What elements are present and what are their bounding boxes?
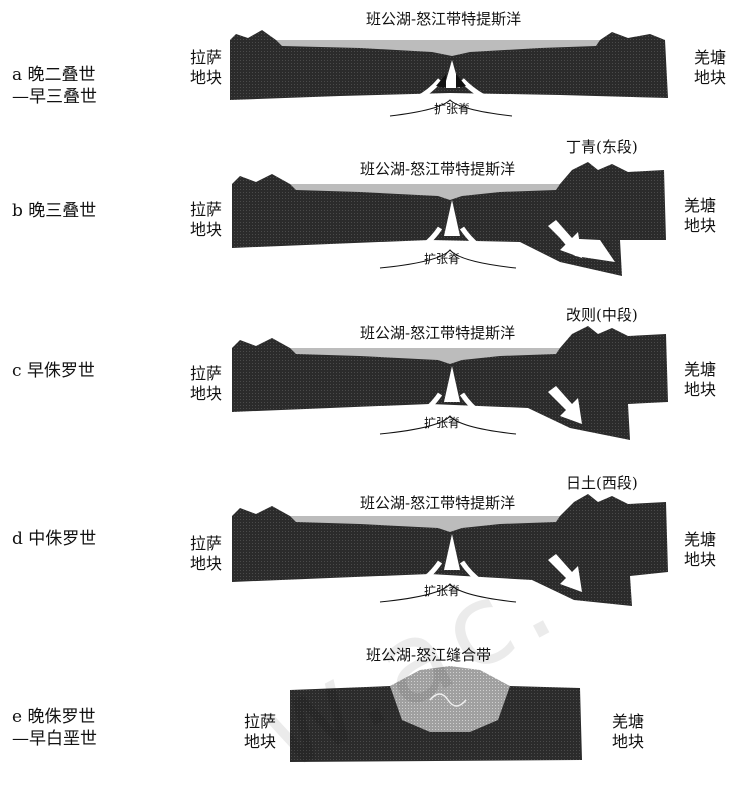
panel-c-ridge-crest (444, 366, 460, 402)
panel-a-title: 班公湖-怒江带特提斯洋 (366, 10, 522, 28)
stage-label-e: e 晚侏罗世 —早白垩世 (12, 707, 97, 749)
stage-label-c: c 早侏罗世 (12, 361, 95, 381)
panel-c-title: 班公湖-怒江带特提斯洋 (360, 324, 516, 342)
panel-e-right-block: 羌塘地块 (612, 712, 645, 751)
panel-d-section (232, 494, 668, 606)
panel-a-crust (230, 30, 668, 100)
panel-b-title: 班公湖-怒江带特提斯洋 (360, 160, 516, 178)
panel-a-right-block: 羌塘地块 (694, 48, 727, 87)
panel-b-section (232, 162, 666, 276)
panel-b-right-block: 羌塘地块 (684, 196, 717, 235)
panel-d-ridge-arrows (379, 560, 521, 599)
panel-b-segment: 丁青(东段) (566, 138, 638, 156)
panel-d-left-block: 拉萨地块 (190, 534, 223, 573)
panel-b-left-block: 拉萨地块 (190, 200, 223, 239)
panel-e-section (290, 666, 582, 762)
panel-c-ridge-arrows (379, 392, 521, 431)
panel-d-right-block: 羌塘地块 (684, 530, 717, 569)
panel-a-section (230, 30, 668, 117)
stage-label-d: d 中侏罗世 (12, 529, 97, 549)
panel-d-ridge-label: 扩张脊 (424, 584, 461, 598)
panel-c-right-block: 羌塘地块 (684, 360, 717, 399)
panel-e-suture-zone (390, 666, 510, 732)
panel-c-left-block: 拉萨地块 (190, 364, 223, 403)
stage-label-a: a 晚二叠世 —早三叠世 (12, 65, 97, 107)
panel-d-ocean (290, 516, 560, 532)
tectonic-cross-sections (230, 30, 668, 762)
panel-a-ridge-label: 扩张脊 (434, 102, 471, 116)
panel-d-flow-line (379, 583, 517, 603)
panel-a-ridge-arrow-right (460, 78, 521, 111)
panel-d-subduction-arrow (548, 554, 582, 592)
panel-d-ridge-crest (444, 534, 460, 570)
panel-e-left-block: 拉萨地块 (244, 712, 277, 751)
stage-label-b: b 晚三叠世 (12, 201, 97, 221)
panel-a-flow-line (389, 99, 513, 117)
panel-c-segment: 改则(中段) (566, 306, 638, 324)
panel-c-subduction-arrow (548, 386, 582, 424)
panel-b-subduction-arrow (548, 220, 582, 258)
panel-a-left-block: 拉萨地块 (190, 48, 223, 87)
panel-b-flow-line (379, 249, 517, 269)
panel-c-flow-line (379, 415, 517, 435)
panel-c-ridge-label: 扩张脊 (424, 416, 461, 430)
panel-b-ridge-arrows (379, 226, 521, 265)
panel-a-ocean (276, 40, 600, 56)
panel-b-ocean (290, 184, 560, 200)
panel-b-ridge-label: 扩张脊 (424, 252, 461, 266)
panel-a-ridge-arrow-left (384, 78, 442, 111)
panel-c-ocean (290, 348, 560, 364)
panel-d-segment: 日土(西段) (566, 474, 638, 492)
panel-e-title: 班公湖-怒江缝合带 (366, 646, 492, 664)
panel-b-ridge-crest (444, 200, 460, 236)
panel-a-arrowhead-l (436, 74, 446, 88)
panel-e-suture-fold (429, 693, 467, 707)
panel-a-arrowhead-r (456, 74, 466, 88)
panel-c-section (232, 326, 668, 440)
panel-d-title: 班公湖-怒江带特提斯洋 (360, 494, 516, 512)
